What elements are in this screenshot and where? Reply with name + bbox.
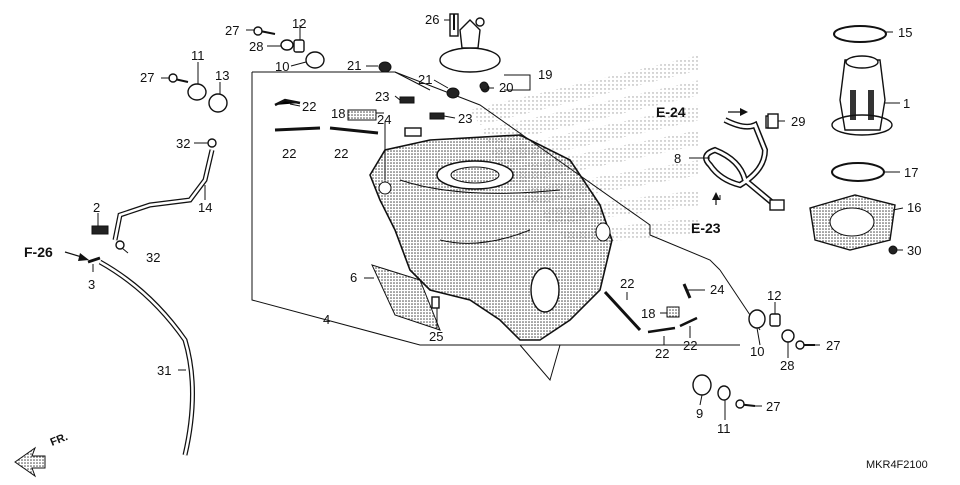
small-parts <box>87 14 815 409</box>
ref-e24: E-24 <box>656 104 686 120</box>
callout-11: 11 <box>717 421 731 436</box>
callout-27: 27 <box>826 338 840 353</box>
heat-guard <box>371 264 441 331</box>
fuel-pump-flange <box>439 13 501 73</box>
nut-30 <box>888 245 898 255</box>
assembly-outline <box>251 71 761 382</box>
fuel-pump <box>831 25 893 136</box>
callout-17: 17 <box>904 165 918 180</box>
callout-22: 22 <box>620 276 634 291</box>
callout-22: 22 <box>655 346 669 361</box>
callout-24: 24 <box>710 282 724 297</box>
callout-29: 29 <box>791 114 805 129</box>
callout-22: 22 <box>302 99 316 114</box>
callout-9: 9 <box>696 406 703 421</box>
callout-22: 22 <box>282 146 296 161</box>
callout-12: 12 <box>292 16 306 31</box>
callout-32: 32 <box>176 136 190 151</box>
ref-e23: E-23 <box>691 220 721 236</box>
callout-28: 28 <box>249 39 263 54</box>
callout-14: 14 <box>198 200 212 215</box>
callout-6: 6 <box>350 270 357 285</box>
callout-18: 18 <box>331 106 345 121</box>
reference-arrows <box>64 108 748 261</box>
callout-numbers: 27 12 28 10 11 27 13 32 14 2 32 3 31 26 … <box>88 12 921 436</box>
callout-31: 31 <box>157 363 171 378</box>
callout-1: 1 <box>903 96 910 111</box>
callout-22: 22 <box>683 338 697 353</box>
callout-18: 18 <box>641 306 655 321</box>
callout-12: 12 <box>767 288 781 303</box>
callout-8: 8 <box>674 151 681 166</box>
drain-tube-31 <box>98 259 195 456</box>
callout-4: 4 <box>323 312 330 327</box>
front-label: FR. <box>49 431 70 449</box>
callout-28: 28 <box>780 358 794 373</box>
reference-labels: E-24 E-23 F-26 <box>24 104 721 260</box>
callout-23: 23 <box>375 89 389 104</box>
callout-10: 10 <box>750 344 764 359</box>
breather-tube-14 <box>112 149 215 241</box>
callout-27: 27 <box>140 70 154 85</box>
callout-3: 3 <box>88 277 95 292</box>
wing-logo-watermark <box>470 55 700 245</box>
callout-32: 32 <box>146 250 160 265</box>
callout-27: 27 <box>766 399 780 414</box>
callout-22: 22 <box>334 146 348 161</box>
callout-23: 23 <box>458 111 472 126</box>
callout-2: 2 <box>93 200 100 215</box>
callout-21: 21 <box>347 58 361 73</box>
callout-16: 16 <box>907 200 921 215</box>
callout-15: 15 <box>898 25 912 40</box>
front-direction-arrow <box>14 446 46 478</box>
callout-24: 24 <box>377 112 391 127</box>
callout-30: 30 <box>907 243 921 258</box>
leader-lines <box>92 19 904 420</box>
callout-21: 21 <box>418 72 432 87</box>
callout-11: 11 <box>191 48 205 63</box>
pump-gasket <box>831 162 885 182</box>
callout-25: 25 <box>429 329 443 344</box>
diagram-code: MKR4F2100 <box>866 459 928 471</box>
callout-19: 19 <box>538 67 552 82</box>
pump-set-plate <box>809 194 896 251</box>
callout-13: 13 <box>215 68 229 83</box>
ref-f26: F-26 <box>24 244 53 260</box>
callout-20: 20 <box>499 80 513 95</box>
callout-26: 26 <box>425 12 439 27</box>
callout-10: 10 <box>275 59 289 74</box>
callout-27: 27 <box>225 23 239 38</box>
fuel-tank <box>369 134 613 341</box>
